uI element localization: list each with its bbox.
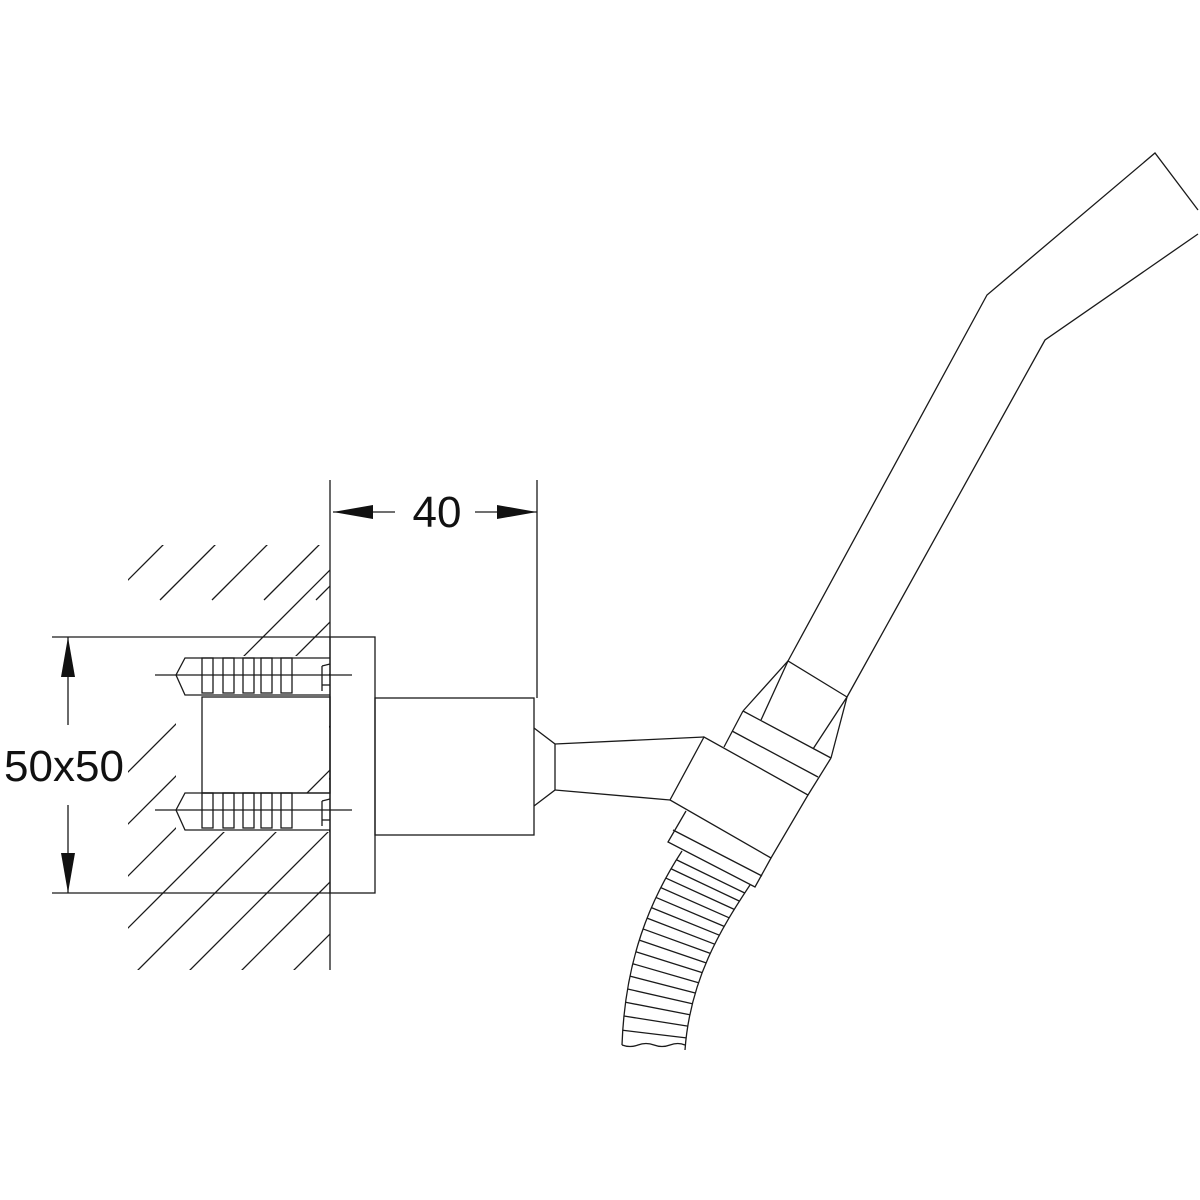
- hatch-line: [836, 400, 1200, 1000]
- dimension-label-plate-size: 50x50: [4, 742, 124, 791]
- hatch-line: [732, 400, 1200, 1000]
- hatch-line: [211, 545, 268, 601]
- hatch-line: [315, 585, 330, 601]
- hatch-line: [772, 500, 1172, 900]
- wall-hatching: [0, 200, 1200, 1000]
- anchor-cavity: [176, 656, 329, 832]
- hatch-line: [159, 545, 216, 601]
- hatch-line: [368, 200, 768, 600]
- hose-rib: [625, 1001, 690, 1016]
- hatch-line: [128, 725, 330, 929]
- hatch-line: [4, 200, 404, 600]
- hatch-line: [836, 200, 1200, 600]
- hose-rib: [622, 1029, 687, 1039]
- hatch-line: [316, 400, 916, 1000]
- anchor-spacer: [201, 696, 331, 794]
- hose-rib: [665, 877, 735, 910]
- hatch-line: [137, 777, 330, 970]
- hatch-line: [784, 200, 1184, 600]
- hose-rib: [655, 896, 725, 927]
- hose-rib: [651, 907, 720, 936]
- hatch-line: [564, 500, 964, 900]
- hatch-line: [472, 200, 872, 600]
- hatch-line: [732, 200, 1132, 600]
- hatch-line: [420, 200, 820, 600]
- hatch-line: [576, 200, 976, 600]
- hatch-line: [472, 400, 1072, 1000]
- hatch-line: [628, 200, 1028, 600]
- hatch-line: [293, 933, 330, 970]
- hatch-line: [263, 545, 320, 601]
- hose-rib: [642, 928, 711, 955]
- screw-head: [321, 663, 331, 667]
- hose-rib: [646, 917, 715, 945]
- hatch-line: [680, 200, 1080, 600]
- shower-hose: [621, 850, 751, 1051]
- hatch-line: [356, 500, 756, 900]
- hatch-line: [888, 400, 1200, 1000]
- mount-body: [374, 697, 535, 836]
- shower-holder: [667, 660, 848, 888]
- hatch-line: [576, 400, 1176, 1000]
- hose-rib: [629, 975, 696, 994]
- hatch-line: [460, 500, 860, 900]
- dimension-projection: 40: [333, 480, 538, 698]
- hose-rib: [676, 859, 745, 894]
- screw-head: [321, 798, 331, 802]
- hatch-line: [0, 200, 352, 600]
- hatch-line: [524, 200, 924, 600]
- hose-rib: [670, 868, 740, 902]
- swivel-joint: [533, 727, 705, 807]
- hatch-line: [720, 500, 1120, 900]
- hatch-line: [616, 500, 1016, 900]
- hatch-line: [668, 500, 1068, 900]
- anchor-cavity-hatch: [304, 500, 1172, 900]
- hatch-line: [680, 400, 1200, 1000]
- hose-rib: [623, 1015, 688, 1027]
- hatch-line: [56, 200, 456, 600]
- hatch-line: [241, 881, 330, 970]
- dimension-label-projection: 40: [413, 488, 462, 537]
- hose-rib: [632, 963, 699, 984]
- hatch-line: [512, 500, 912, 900]
- wall-anchor-top: [155, 657, 352, 696]
- hatch-line: [189, 829, 330, 970]
- hatch-line: [628, 400, 1200, 1000]
- hose-rib: [627, 988, 693, 1005]
- hatch-line: [408, 500, 808, 900]
- dimension-plate-size: 50x50: [4, 637, 124, 893]
- hatch-line: [0, 200, 300, 600]
- hatch-line: [304, 500, 704, 900]
- hatch-line: [524, 400, 1124, 1000]
- hatch-line: [128, 545, 164, 581]
- hatch-line: [420, 400, 1020, 1000]
- hose-rib: [660, 887, 730, 919]
- hand-shower: [787, 152, 1199, 698]
- hose-rib: [635, 951, 703, 974]
- hose-rib: [639, 939, 707, 964]
